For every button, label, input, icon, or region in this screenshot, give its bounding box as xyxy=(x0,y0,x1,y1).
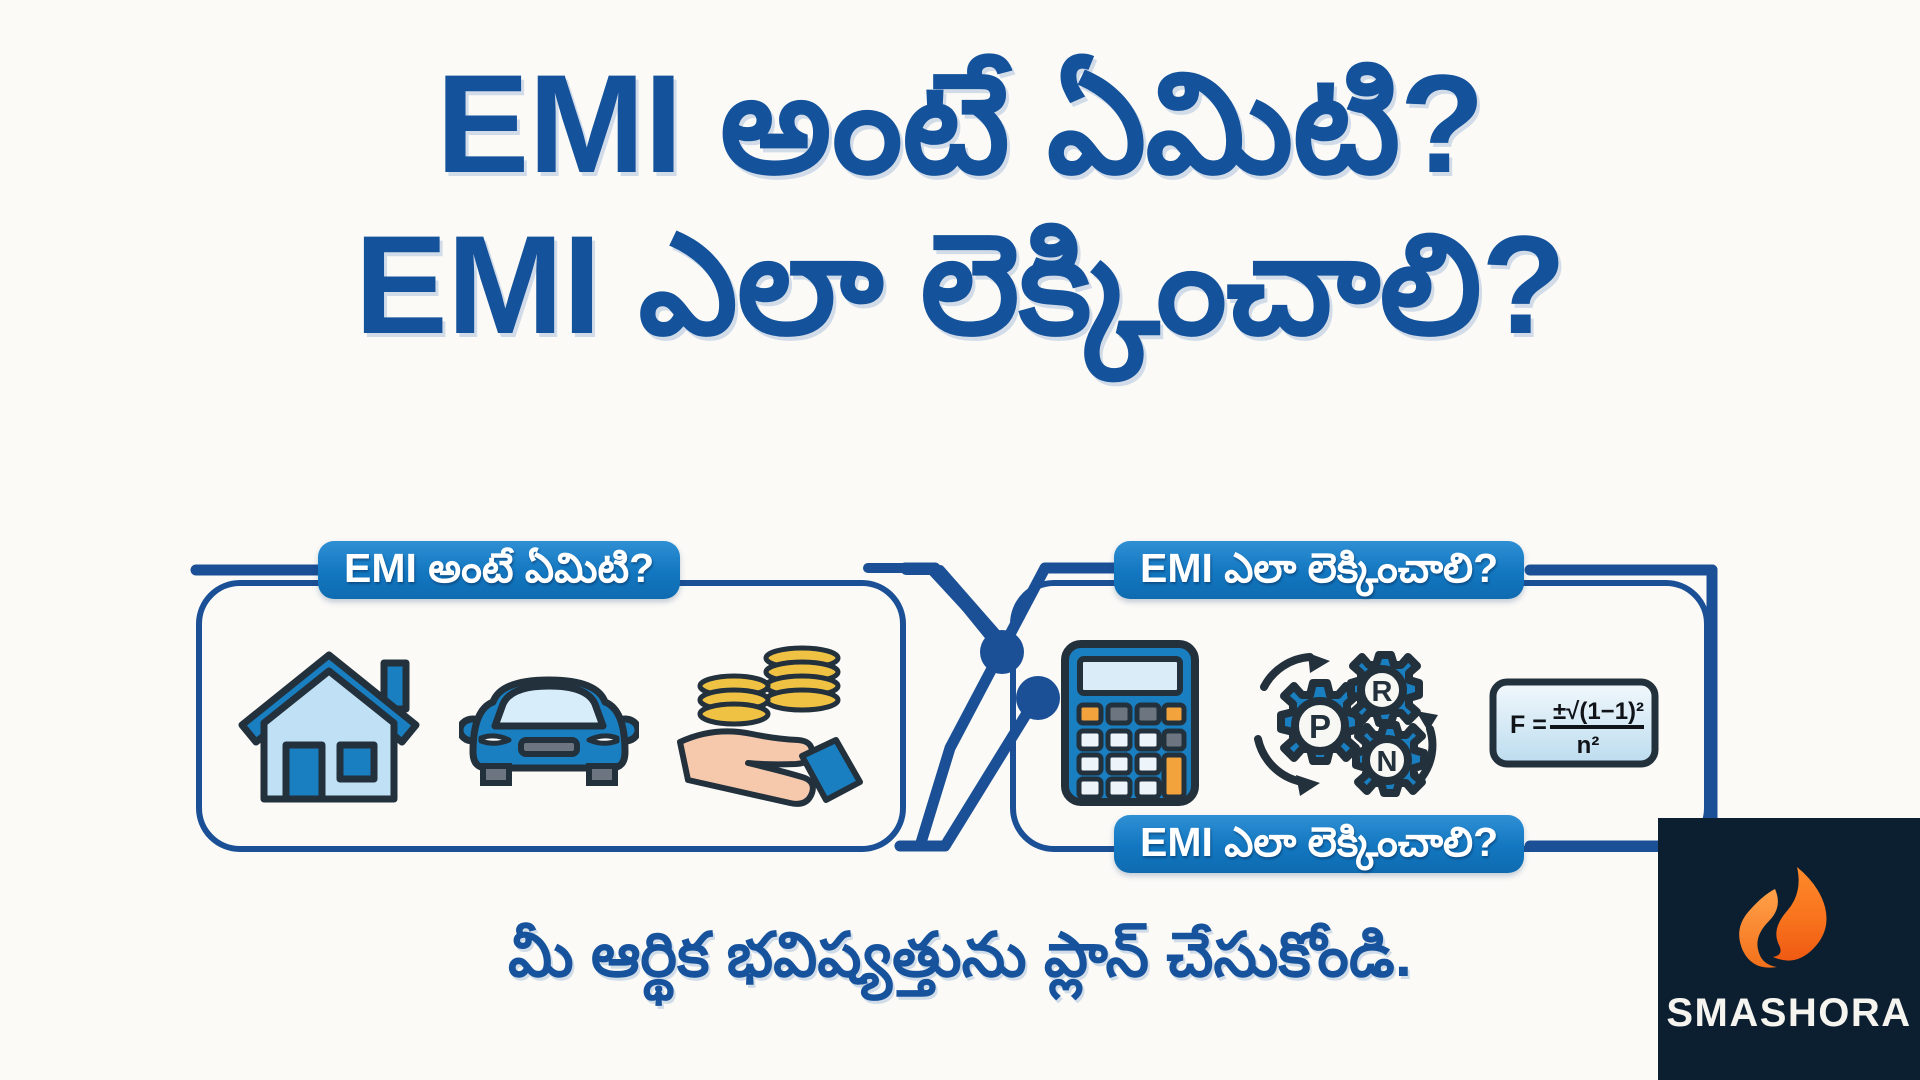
formula-numerator: ±√(1−1)² xyxy=(1553,698,1644,725)
brand-logo[interactable]: SMASHORA xyxy=(1658,818,1920,1080)
formula-lhs: F = xyxy=(1510,711,1547,739)
hand-with-coins-icon xyxy=(676,645,863,807)
right-icon-row: P R N F = ±√(1− xyxy=(1060,628,1660,818)
calculator-icon xyxy=(1061,640,1199,806)
pill-how-to-calculate-emi-top[interactable]: EMI ఎలా లెక్కించాలి? xyxy=(1114,541,1525,599)
brand-wordmark: SMASHORA xyxy=(1666,990,1912,1035)
caption-text: మీ ఆర్థిక భవిష్యత్తును ప్లాన్ చేసుకోండి. xyxy=(508,921,1412,990)
pill-what-is-emi[interactable]: EMI అంటే ఏమిటి? xyxy=(318,541,681,599)
pill-how-to-calculate-emi-bottom[interactable]: EMI ఎలా లెక్కించాలి? xyxy=(1114,815,1525,873)
house-icon xyxy=(238,651,419,802)
flame-icon xyxy=(1739,866,1827,968)
pill-how-bottom-label: EMI ఎలా లెక్కించాలి? xyxy=(1140,818,1499,865)
formula-box: F = ±√(1−1)² n² xyxy=(1489,678,1659,768)
pill-what-is-emi-label: EMI అంటే ఏమిటి? xyxy=(344,544,655,591)
svg-text:R: R xyxy=(1371,676,1392,708)
pill-how-top-label: EMI ఎలా లెక్కించాలి? xyxy=(1140,544,1499,591)
left-icon-row xyxy=(216,628,886,818)
headline-line-1: EMI అంటే ఏమిటి? xyxy=(435,45,1485,202)
gear-p: P xyxy=(1276,679,1363,765)
formula-denominator: n² xyxy=(1577,732,1600,759)
gear-n: N xyxy=(1351,721,1428,797)
gears-icon: P R N xyxy=(1253,651,1438,797)
svg-text:N: N xyxy=(1376,746,1397,778)
svg-text:P: P xyxy=(1308,708,1330,745)
page-title: EMI అంటే ఏమిటి? EMI ఎలా లెక్కించాలి? xyxy=(0,34,1920,374)
headline-line-2: EMI ఎలా లెక్కించాలి? xyxy=(354,206,1567,364)
car-icon xyxy=(458,676,639,786)
gear-r: R xyxy=(1346,651,1423,727)
